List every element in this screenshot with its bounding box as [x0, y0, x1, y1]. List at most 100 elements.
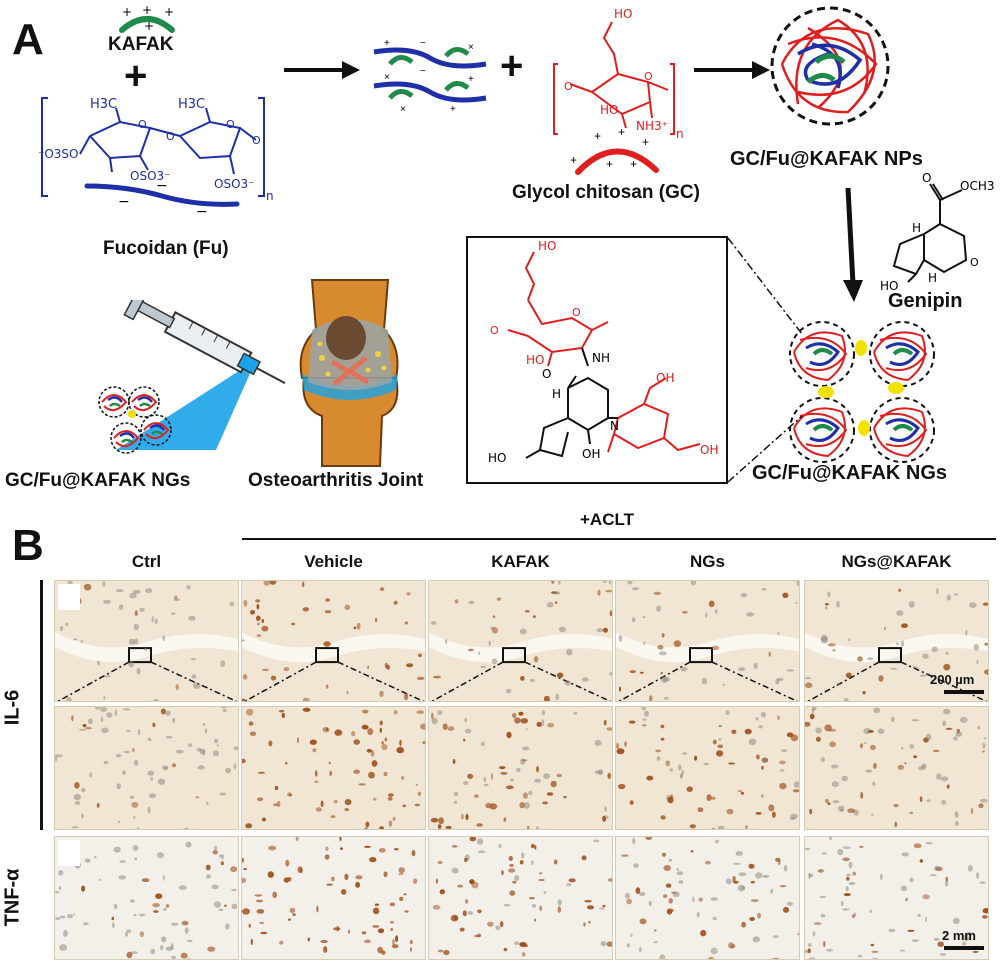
kafak-label: KAFAK [108, 34, 174, 55]
svg-text:+: + [384, 38, 390, 49]
svg-text:+: + [642, 135, 649, 149]
box-oh3: OH [700, 443, 718, 457]
crosslink-structure-box: HO O O HO NH O H N OH OH HO OH [466, 236, 728, 484]
aclt-group-label: +ACLT [580, 510, 634, 529]
glycol-chitosan-label: Glycol chitosan (GC) [512, 182, 700, 203]
col-header-vehicle: Vehicle [304, 552, 363, 571]
col-header-ngs: NGs [690, 552, 725, 571]
genipin-label: Genipin [888, 290, 963, 312]
svg-text:O: O [252, 134, 261, 147]
svg-text:+: + [164, 5, 174, 19]
ihc-tile-tnf-vehicle [241, 836, 426, 960]
ihc-tile-il6-ctrl-zoom [54, 706, 239, 830]
ihc-tile-tnf-kafak [428, 836, 613, 960]
fucoidan-label: Fucoidan (Fu) [103, 238, 229, 259]
svg-text:+: + [122, 5, 132, 19]
scale-bar-top-label: 200 µm [930, 672, 975, 687]
nanogel-small-icon [98, 385, 173, 455]
fu-o3so-1: ⁻O3SO [38, 147, 78, 161]
ihc-tile-tnf-ctrl [54, 836, 239, 960]
ngs-right-label: GC/Fu@KAFAK NGs [752, 462, 948, 484]
gen-o: O [922, 171, 931, 185]
scale-bar-top [944, 690, 984, 694]
il6-bracket-line [40, 580, 43, 830]
svg-text:O: O [166, 130, 175, 143]
gen-ho: HO [880, 279, 898, 290]
box-ho2: HO [526, 353, 544, 367]
ngs-left-label: GC/Fu@KAFAK NGs [5, 470, 191, 491]
crosslink-structure: HO O O HO NH O H N OH OH HO OH [488, 239, 718, 465]
arrow-down-icon [843, 187, 863, 302]
row-header-tnf: TNF-α [1, 868, 24, 927]
plus-sign-1: + [124, 54, 148, 98]
svg-text:+: + [594, 129, 601, 143]
box-h: H [552, 387, 561, 401]
svg-text:−: − [118, 194, 130, 210]
svg-text:×: × [384, 72, 390, 83]
ihc-tile-il6-ngs-kafak [804, 580, 989, 702]
gc-nh3: NH3⁺ [636, 119, 668, 133]
col-header-kafak: KAFAK [491, 552, 550, 571]
svg-text:O: O [490, 324, 499, 337]
ihc-tile-tnf-ngs [615, 836, 800, 960]
ihc-tile-il6-ctrl [54, 580, 239, 702]
label-mask [58, 840, 80, 866]
glycol-chitosan-chain-icon: +++ +++ [570, 128, 659, 175]
label-mask [58, 584, 80, 610]
aclt-group-line [242, 538, 996, 540]
col-header-ngs-kafak: NGs@KAFAK [841, 552, 952, 571]
gen-och3: OCH3 [960, 179, 994, 193]
glycol-chitosan-structure: HO O O HO NH3⁺ n [553, 7, 684, 141]
fucoidan-structure: O O O O H3C H3C ⁻O3SO OSO3⁻ OSO3⁻ n [38, 97, 274, 203]
joint-label: Osteoarthritis Joint [248, 470, 424, 491]
svg-text:−: − [420, 38, 426, 49]
ihc-tile-il6-kafak-zoom [428, 706, 613, 830]
ihc-tile-il6-ngs-kafak-zoom [804, 706, 989, 830]
scale-bar-bottom-label: 2 mm [942, 928, 976, 943]
fu-oso3-2: OSO3⁻ [214, 177, 254, 191]
svg-text:×: × [400, 104, 406, 114]
svg-text:O: O [226, 118, 235, 131]
svg-text:O: O [572, 306, 581, 319]
svg-text:−: − [420, 66, 426, 77]
ihc-tile-il6-ngs-zoom [615, 706, 800, 830]
svg-text:O: O [970, 256, 979, 269]
gen-h1: H [912, 221, 921, 235]
panel-letter-a: A [12, 15, 44, 64]
fucoidan-chain-icon: − − − [84, 178, 240, 216]
nps-label: GC/Fu@KAFAK NPs [730, 148, 923, 170]
fu-oso3-1: OSO3⁻ [130, 169, 170, 183]
ihc-tile-tnf-ngs-kafak [804, 836, 989, 960]
svg-text:O: O [644, 70, 653, 83]
osteoarthritis-joint-icon [299, 279, 399, 467]
fu-h3c-1: H3C [90, 97, 117, 112]
svg-text:+: + [468, 74, 474, 85]
svg-text:+: + [450, 104, 456, 114]
ihc-tile-il6-vehicle-zoom [241, 706, 426, 830]
box-nh: NH [592, 351, 610, 365]
col-header-ctrl: Ctrl [131, 552, 162, 571]
ihc-tile-il6-kafak [428, 580, 613, 702]
ihc-tile-il6-ngs [615, 580, 800, 702]
svg-text:+: + [570, 153, 577, 167]
box-ho3: HO [488, 451, 506, 465]
box-o: O [542, 367, 551, 381]
zoom-connector-lines [727, 237, 803, 483]
svg-text:+: + [618, 128, 625, 139]
box-oh2: OH [656, 371, 674, 385]
svg-text:+: + [144, 19, 154, 33]
svg-text:O: O [564, 80, 573, 93]
kafak-peptide-icon: + + + + [119, 4, 175, 33]
panel-letter-b: B [12, 521, 44, 570]
svg-text:+: + [606, 157, 613, 171]
nanoparticle-icon [770, 6, 890, 126]
svg-text:+: + [142, 4, 152, 17]
arrow-right-2-icon [694, 61, 770, 79]
fu-n: n [266, 189, 274, 203]
gc-n: n [676, 127, 684, 141]
ihc-tile-il6-vehicle [241, 580, 426, 702]
box-ho1: HO [538, 239, 556, 253]
row-header-il6: IL-6 [1, 689, 24, 726]
fu-h3c-2: H3C [178, 97, 205, 112]
svg-text:−: − [196, 204, 208, 216]
